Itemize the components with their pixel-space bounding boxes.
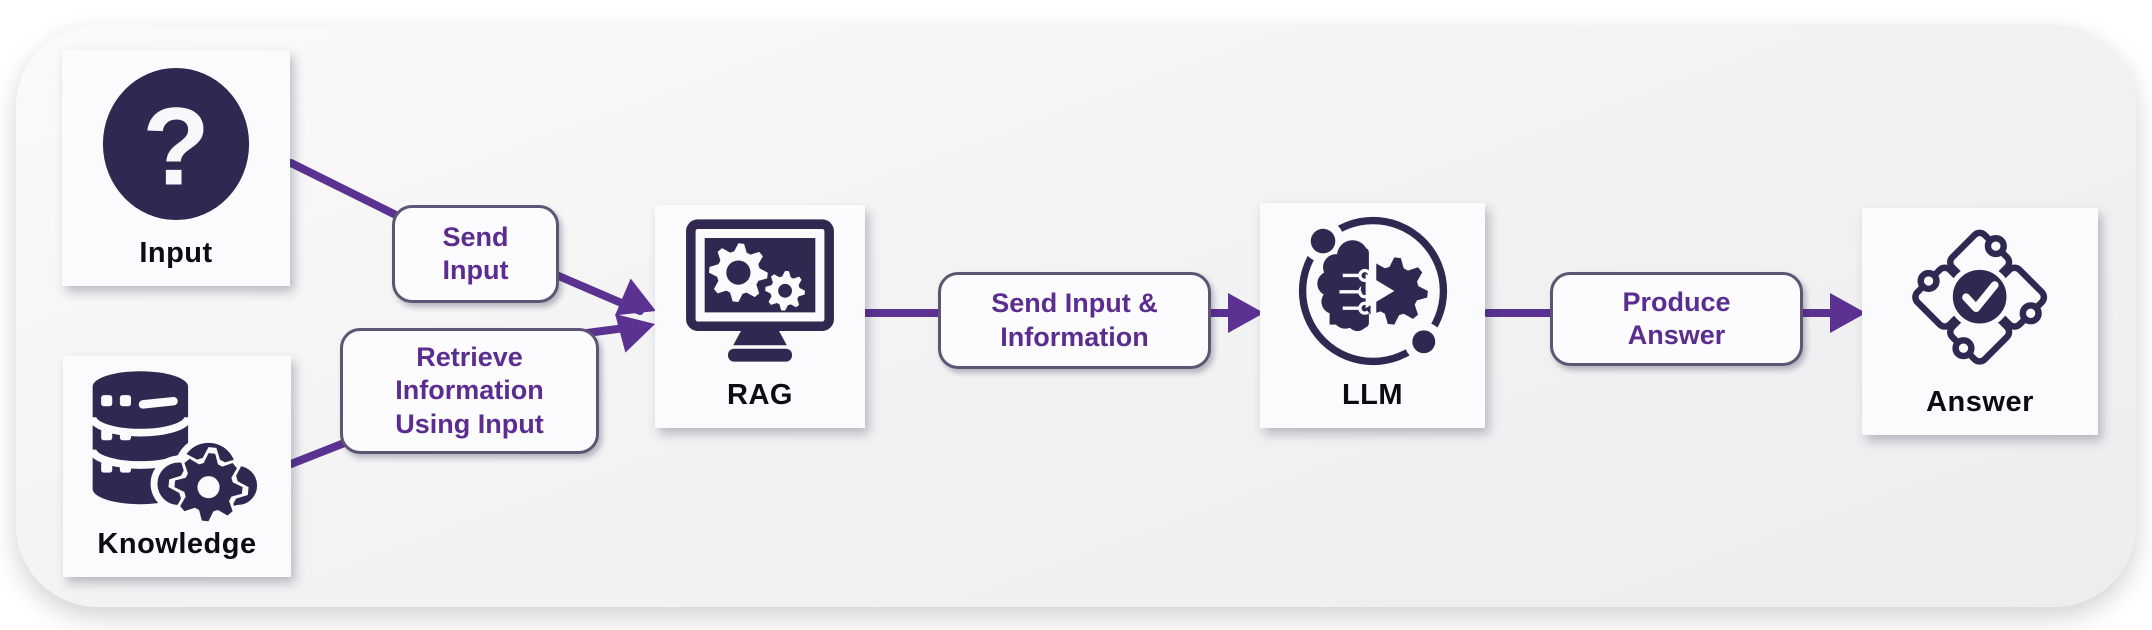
arrowhead-llm bbox=[1228, 293, 1264, 333]
edge-label-retrieve-information: Retrieve Information Using Input bbox=[340, 328, 599, 454]
edge-label-send-input-information: Send Input & Information bbox=[938, 272, 1211, 369]
node-answer: Answer bbox=[1862, 208, 2098, 435]
edge-label-send-input: Send Input bbox=[392, 205, 559, 303]
node-label-rag: RAG bbox=[727, 379, 793, 411]
gear-icon bbox=[174, 453, 243, 522]
node-label-answer: Answer bbox=[1926, 386, 2034, 418]
question-icon: ? bbox=[62, 50, 290, 237]
arrowhead-rag-upper bbox=[615, 278, 656, 316]
node-rag: RAG bbox=[655, 205, 865, 428]
node-label-llm: LLM bbox=[1341, 379, 1404, 411]
brain-gear-icon bbox=[1260, 203, 1485, 379]
puzzle-check-icon bbox=[1862, 208, 2098, 386]
checkmark-icon bbox=[1962, 281, 1999, 313]
node-label-knowledge: Knowledge bbox=[97, 528, 257, 560]
database-gear-icon bbox=[63, 356, 291, 528]
monitor-gears-icon bbox=[655, 205, 865, 379]
arrow-input-to-label bbox=[287, 159, 408, 223]
arrowhead-rag-lower bbox=[615, 313, 655, 353]
gear-small-icon bbox=[765, 270, 805, 311]
gear-large-icon bbox=[708, 242, 768, 302]
node-input: ? Input bbox=[62, 50, 290, 286]
node-label-input: Input bbox=[139, 237, 213, 269]
node-knowledge: Knowledge bbox=[63, 356, 291, 577]
node-llm: LLM bbox=[1260, 203, 1485, 428]
edge-label-produce-answer: Produce Answer bbox=[1550, 272, 1803, 366]
question-glyph: ? bbox=[142, 85, 210, 208]
arrowhead-answer bbox=[1830, 293, 1866, 333]
